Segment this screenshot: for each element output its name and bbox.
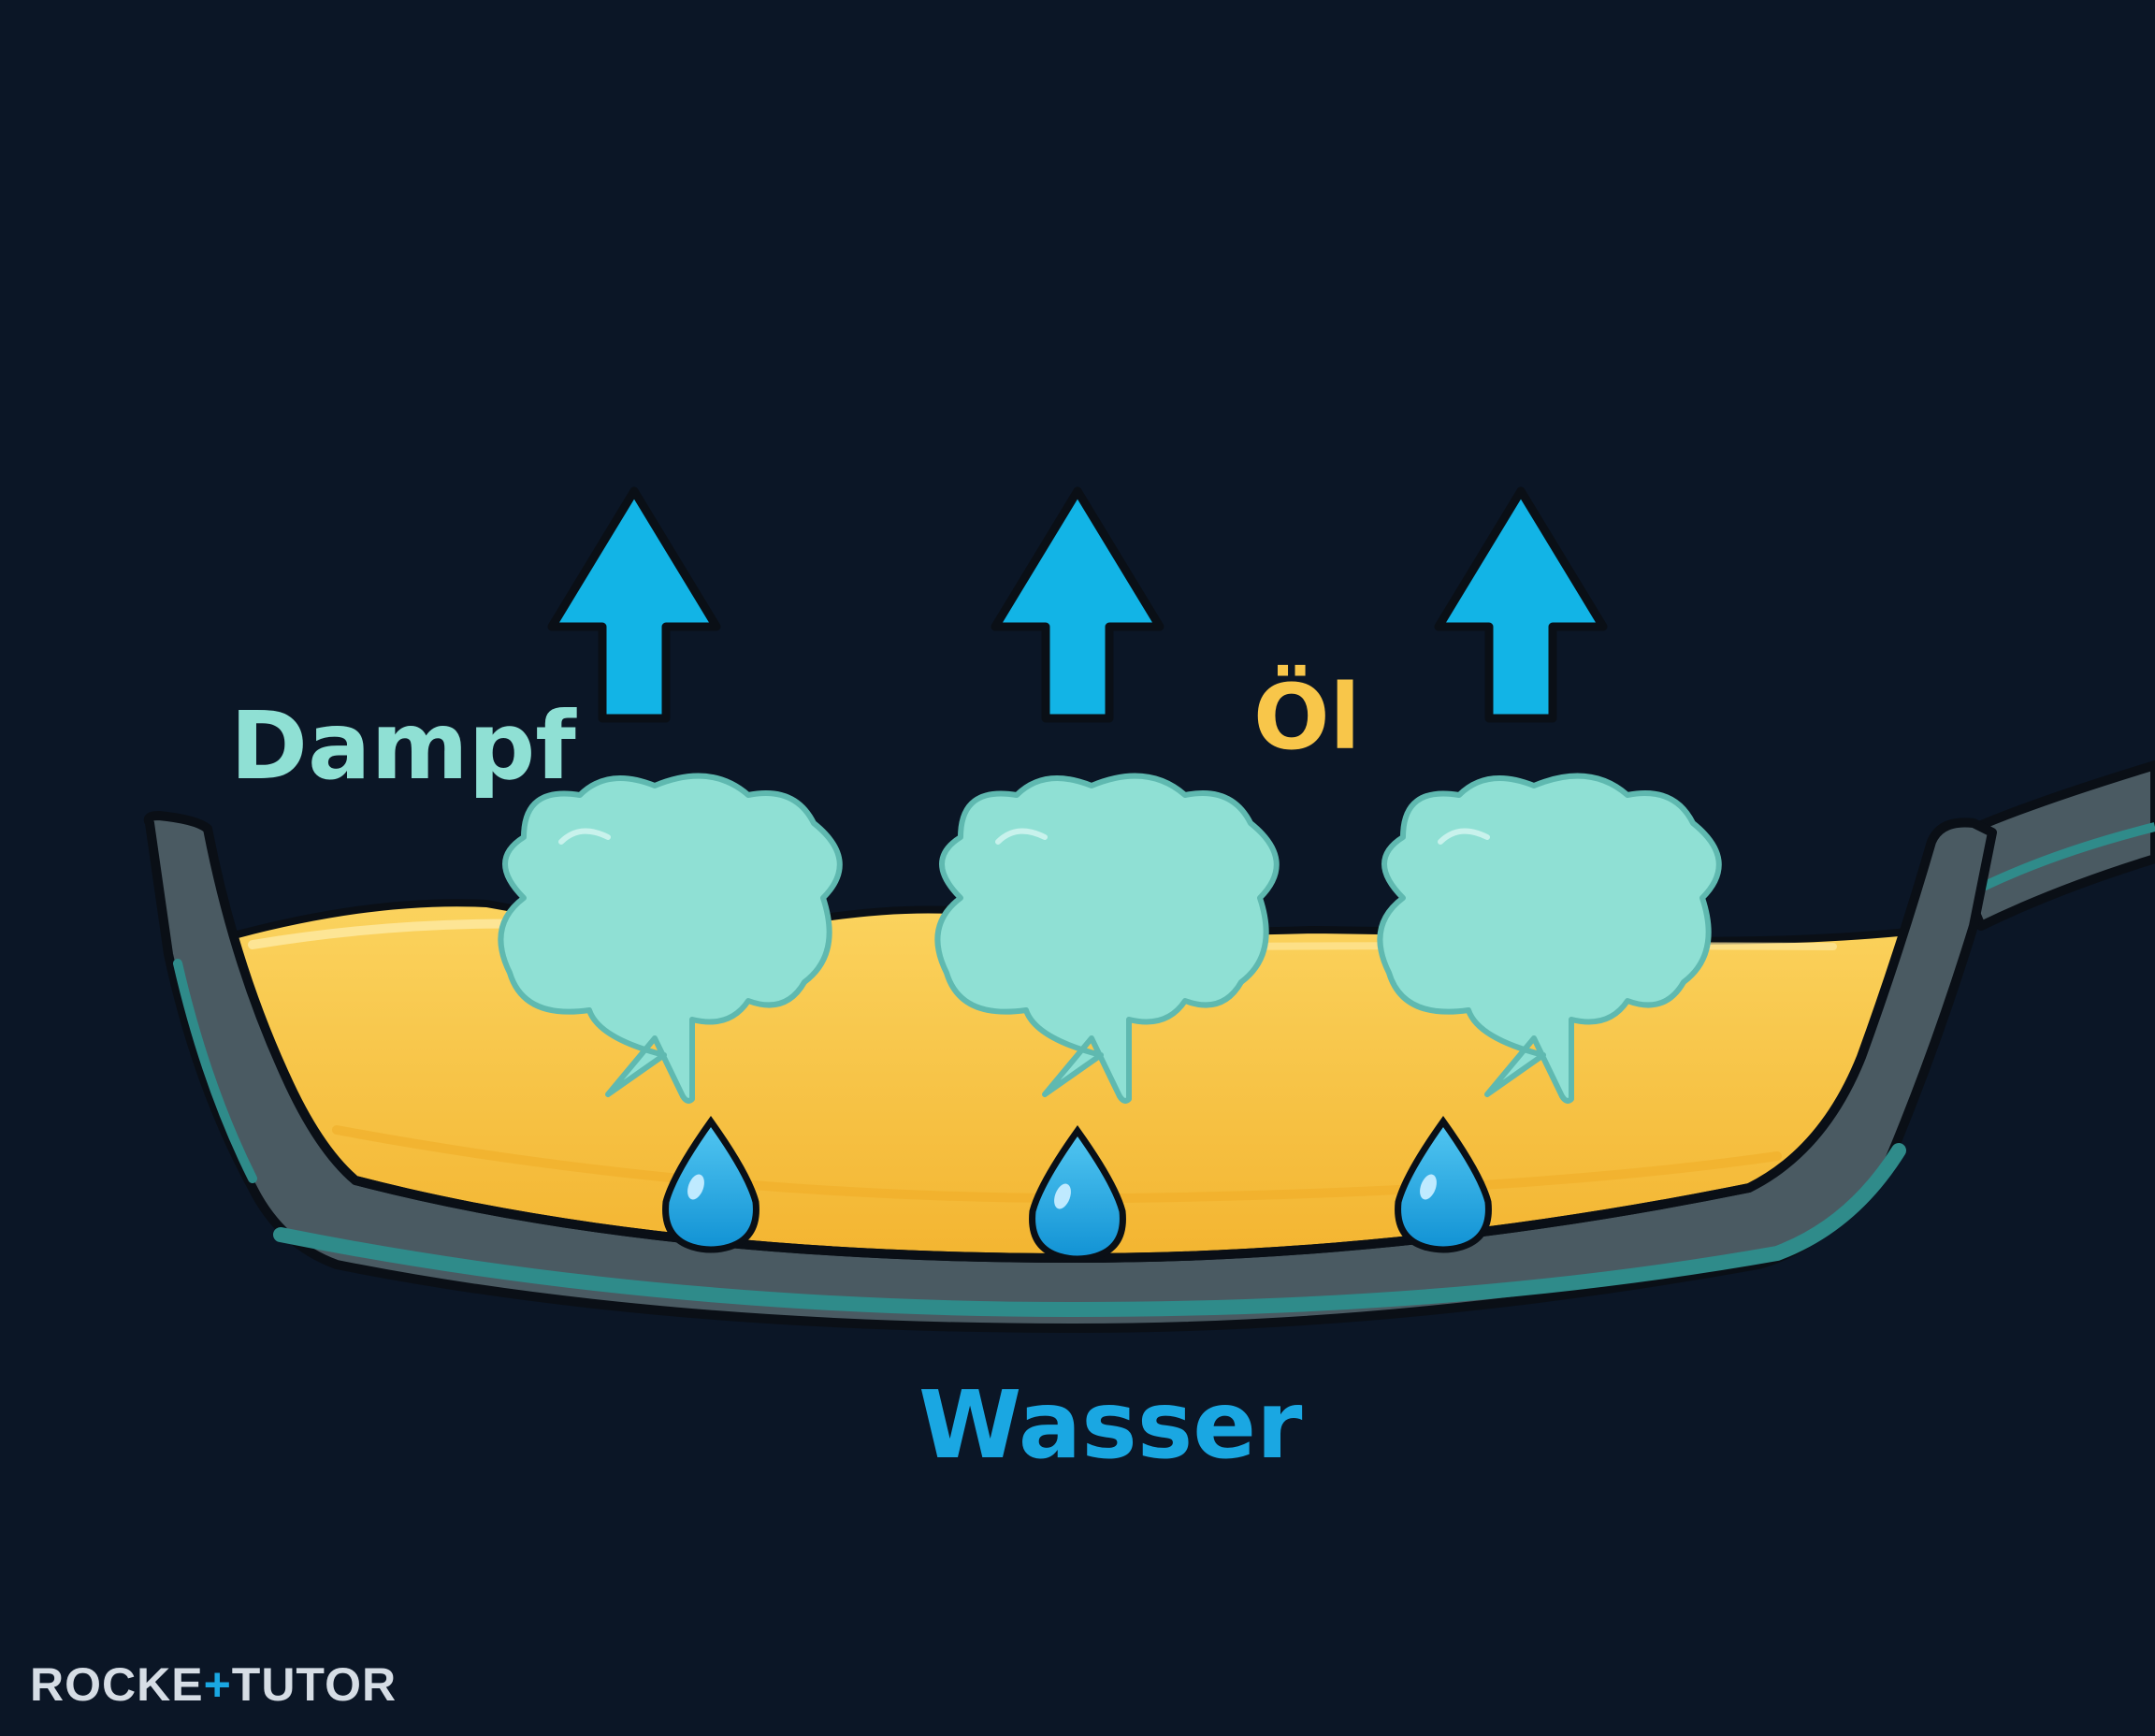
water-label: Wasser (918, 1370, 1303, 1480)
brand-logo: ROCKE+TUTOR (30, 1657, 397, 1712)
up-arrow-icon (1434, 486, 1608, 723)
brand-text-1: ROCKE (30, 1658, 204, 1711)
water-drop-icon (1395, 1115, 1492, 1253)
steam-label: Dampf (230, 691, 577, 801)
up-arrow-icon (547, 486, 721, 723)
water-drop-icon (662, 1115, 759, 1253)
steam-cloud-icon (1377, 773, 1722, 1104)
water-drop-icon (1029, 1124, 1126, 1263)
brand-text-2: TUTO (231, 1658, 362, 1711)
steam-cloud-icon (498, 773, 843, 1104)
steam-cloud-icon (934, 773, 1280, 1104)
brand-text-3: R (361, 1658, 398, 1711)
up-arrow-icon (991, 486, 1164, 723)
brand-plus: + (203, 1658, 232, 1711)
oil-label: Öl (1253, 664, 1361, 770)
